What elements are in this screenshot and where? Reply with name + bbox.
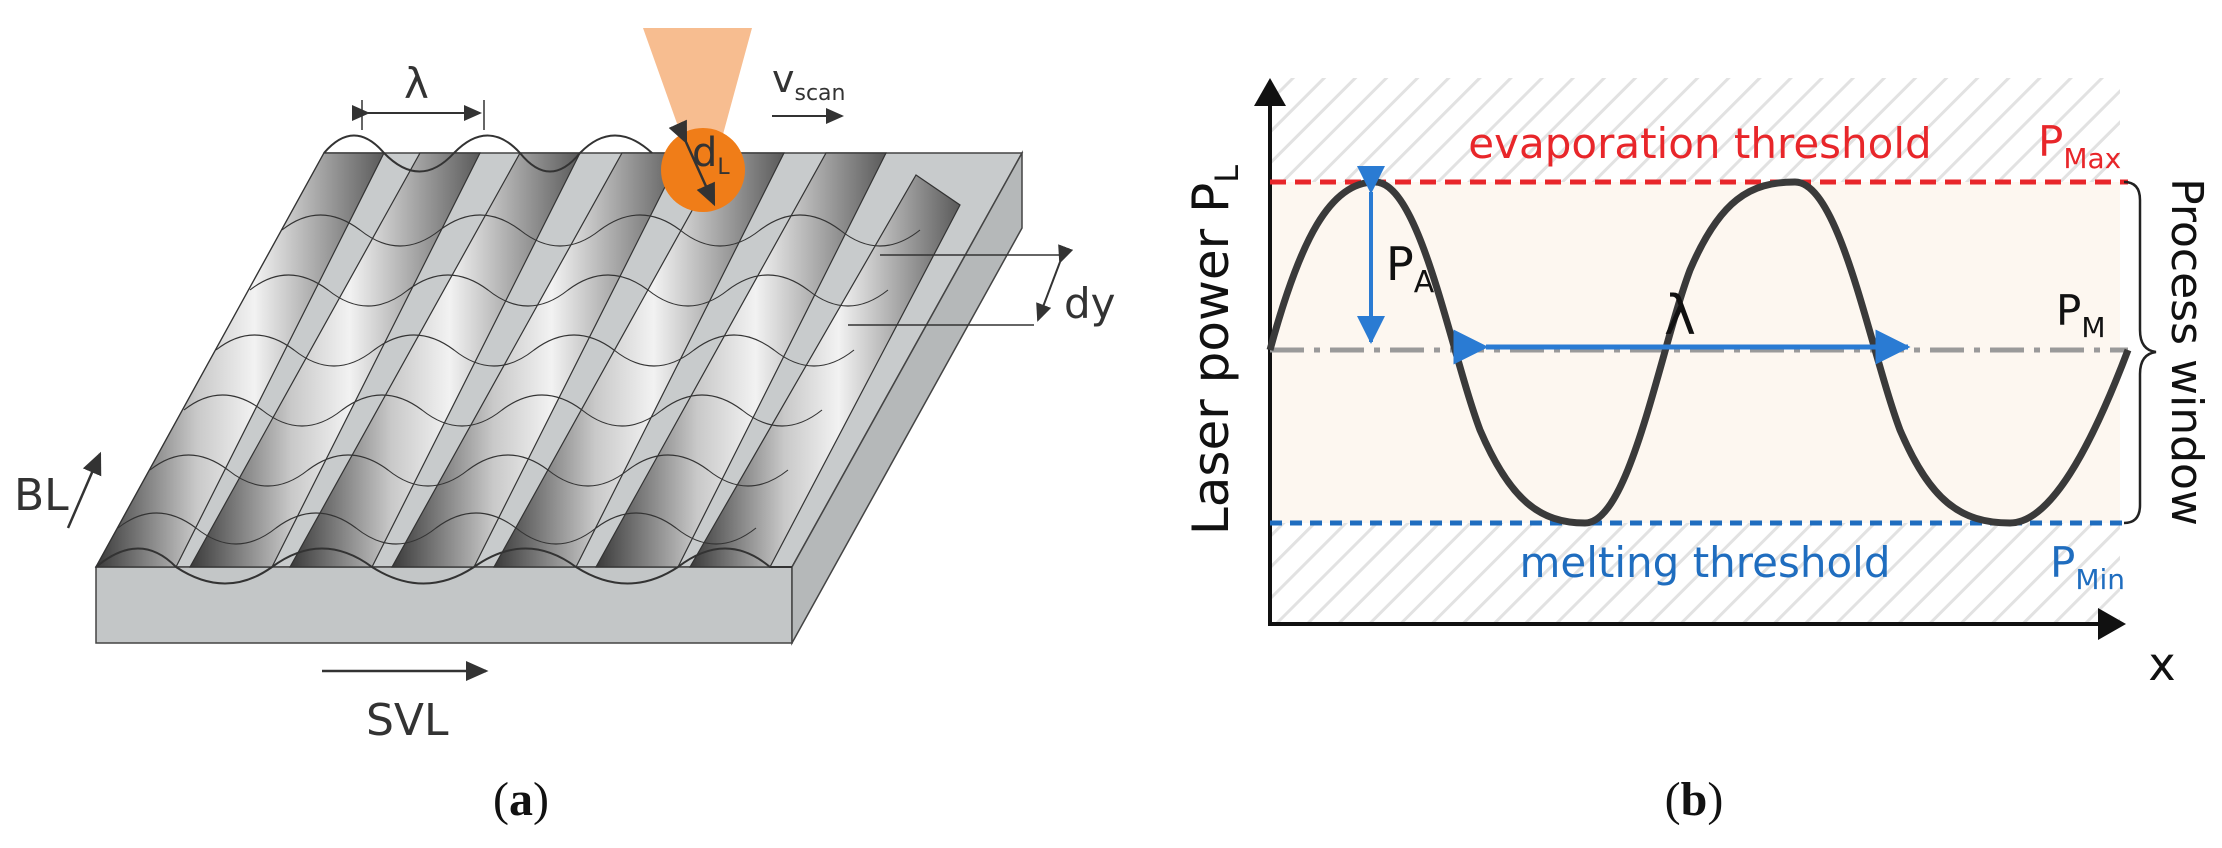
- ridge: [594, 152, 887, 568]
- scan-line-marks: [117, 214, 921, 545]
- evaporation-threshold-label: evaporation threshold: [1468, 119, 1931, 168]
- surface-ridges: [94, 152, 961, 568]
- front-wave-profile: [95, 547, 792, 585]
- svl-label: SVL: [366, 695, 449, 746]
- bl-label: BL: [14, 470, 69, 521]
- pa-label: PA: [1386, 237, 1435, 300]
- y-axis-label: Laser power PL: [1182, 165, 1246, 535]
- caption-a: (a): [493, 773, 549, 826]
- panel-b: evaporation threshold melting threshold …: [1182, 78, 2212, 826]
- back-wave-profile: [323, 134, 653, 173]
- spot-diameter-arrow: [668, 119, 716, 207]
- process-window-brace: [2123, 180, 2157, 525]
- process-window-label: Process window: [2161, 178, 2212, 526]
- scan-speed-label: vscan: [772, 57, 845, 106]
- pm-label: PM: [2056, 286, 2106, 344]
- ridge: [188, 152, 481, 568]
- x-axis-label: x: [2148, 637, 2175, 691]
- dy-arrow: [1036, 244, 1074, 322]
- pmin-label: PMin: [2050, 538, 2125, 596]
- pmax-label: PMax: [2038, 117, 2121, 175]
- dy-label: dy: [1064, 279, 1116, 328]
- laser-power-curve: [1266, 178, 2132, 527]
- ridge: [492, 152, 785, 568]
- caption-b: (b): [1665, 773, 1724, 826]
- wavelength-label: λ: [404, 59, 429, 108]
- slab-side-face: [791, 150, 1023, 646]
- laser-beam: [643, 28, 752, 160]
- lambda-label-b: λ: [1664, 284, 1696, 347]
- spot-diameter-label: dL: [692, 130, 730, 180]
- bl-arrow: [66, 451, 102, 529]
- melting-threshold-label: melting threshold: [1520, 538, 1891, 587]
- panel-a: λ vscan dL dy BL SVL (a): [14, 28, 1116, 826]
